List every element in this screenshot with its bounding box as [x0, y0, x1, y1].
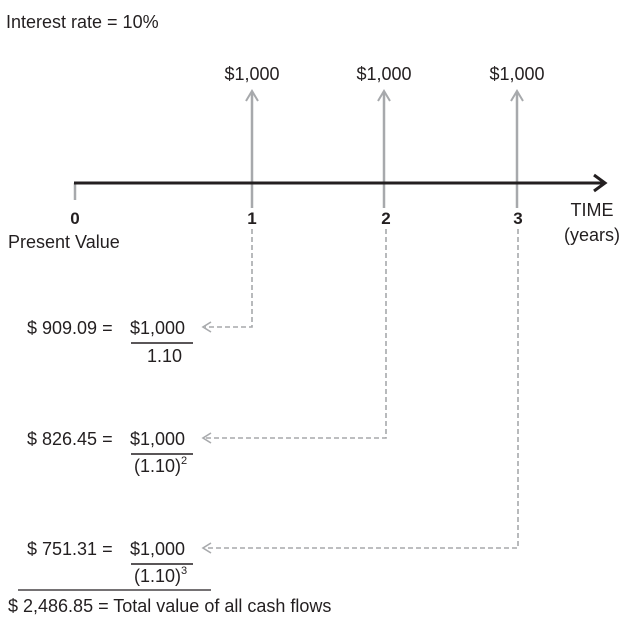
- numerator-year-2: $1,000: [130, 429, 185, 449]
- interest-rate-label: Interest rate = 10%: [6, 12, 159, 32]
- present-value-year-1: $ 909.09 =: [27, 318, 113, 338]
- total-value-label: $ 2,486.85 = Total value of all cash flo…: [8, 596, 331, 616]
- cash-flow-arrow-year-3: [510, 89, 524, 208]
- time-axis-label: TIME: [571, 200, 614, 220]
- present-value-year-2: $ 826.45 =: [27, 429, 113, 449]
- exponent-year-3: 3: [181, 565, 187, 577]
- discount-path-year-3: [201, 229, 519, 554]
- present-value-label: Present Value: [8, 232, 120, 252]
- denominator-year-1: 1.10: [147, 346, 182, 366]
- tick-label-3: 3: [513, 209, 522, 228]
- tick-label-0: 0: [70, 209, 79, 228]
- cash-flow-label-year-3: $1,000: [489, 64, 544, 84]
- discount-path-year-2: [201, 229, 387, 444]
- numerator-year-1: $1,000: [130, 318, 185, 338]
- denominator-year-2: (1.10)2: [134, 455, 187, 476]
- present-value-year-3: $ 751.31 =: [27, 539, 113, 559]
- cash-flow-label-year-1: $1,000: [224, 64, 279, 84]
- discount-equation-year-3: $ 751.31 = $1,000 (1.10)3: [27, 539, 193, 586]
- exponent-year-2: 2: [181, 455, 187, 467]
- discount-path-year-1: [201, 229, 253, 333]
- time-axis-unit-label: (years): [564, 225, 620, 245]
- cash-flow-label-year-2: $1,000: [356, 64, 411, 84]
- time-axis: [74, 173, 608, 193]
- tick-label-1: 1: [247, 209, 256, 228]
- cash-flow-arrow-year-2: [377, 89, 391, 208]
- discount-equation-year-1: $ 909.09 = $1,000 1.10: [27, 318, 193, 366]
- numerator-year-3: $1,000: [130, 539, 185, 559]
- denominator-year-3: (1.10)3: [134, 565, 187, 586]
- cash-flow-arrow-year-1: [245, 89, 259, 208]
- tick-label-2: 2: [381, 209, 390, 228]
- discount-equation-year-2: $ 826.45 = $1,000 (1.10)2: [27, 429, 193, 476]
